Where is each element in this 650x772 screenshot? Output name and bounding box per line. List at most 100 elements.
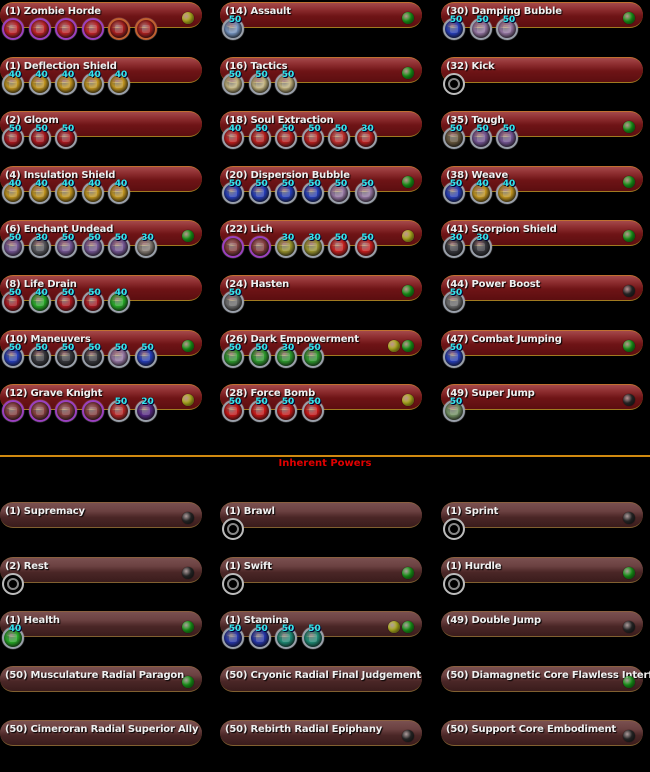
enhancement-slot-icon[interactable]: 50 <box>2 288 24 313</box>
power-bar[interactable]: (50) Diamagnetic Core Flawless Interfa <box>441 665 650 692</box>
power-bar[interactable]: (50) Support Core Embodiment <box>441 720 643 747</box>
power-entry[interactable]: (50) Rebirth Radial Epiphany <box>220 718 423 772</box>
enhancement-slot-icon[interactable]: 50 <box>222 179 244 204</box>
status-dot-dark-icon[interactable] <box>623 394 635 407</box>
power-entry[interactable]: (1) Sprint <box>441 500 644 554</box>
enhancement-slot-icon[interactable]: 40 <box>496 179 518 204</box>
enhancement-slot-icon[interactable] <box>28 18 51 40</box>
status-dot-yellow-icon[interactable] <box>182 394 194 407</box>
status-dot-green-icon[interactable] <box>623 175 635 188</box>
enhancement-slot-icon[interactable] <box>2 18 24 40</box>
status-dot-dark-icon[interactable] <box>402 730 414 743</box>
enhancement-slot-icon[interactable]: 50 <box>222 15 244 40</box>
enhancement-slot-icon[interactable]: 50 <box>275 397 297 423</box>
status-dot-yellow-icon[interactable] <box>402 394 414 407</box>
enhancement-slot-icon[interactable]: 50 <box>2 233 24 259</box>
enhancement-slot-icon[interactable]: 50 <box>248 624 271 650</box>
enhancement-slot-icon[interactable]: 50 <box>443 15 465 40</box>
empty-slot-icon[interactable] <box>2 572 24 595</box>
enhancement-slot-icon[interactable] <box>55 18 77 40</box>
power-bar[interactable]: (1) Sprint <box>441 502 643 528</box>
enhancement-slot-icon[interactable]: 30 <box>443 233 465 259</box>
enhancement-slot-icon[interactable]: 40 <box>108 179 130 204</box>
power-bar[interactable]: (24) Hasten <box>220 275 422 301</box>
enhancement-slot-icon[interactable]: 30 <box>301 233 324 259</box>
power-bar[interactable]: (2) Rest <box>0 556 202 583</box>
power-bar[interactable]: (1) Health <box>0 611 202 638</box>
enhancement-slot-icon[interactable]: 50 <box>469 15 492 40</box>
enhancement-slot-icon[interactable]: 50 <box>222 397 244 423</box>
enhancement-slot-icon[interactable] <box>81 18 104 40</box>
enhancement-slot-icon[interactable]: 50 <box>301 343 324 368</box>
enhancement-slot-icon[interactable]: 50 <box>354 233 377 259</box>
enhancement-slot-icon[interactable] <box>81 400 104 423</box>
status-dot-dark-icon[interactable] <box>182 566 194 579</box>
enhancement-slot-icon[interactable] <box>222 236 244 259</box>
enhancement-slot-icon[interactable]: 50 <box>328 124 350 150</box>
status-dot-yellow-icon[interactable] <box>402 230 414 243</box>
enhancement-slot-icon[interactable]: 50 <box>55 288 77 313</box>
enhancement-slot-icon[interactable]: 50 <box>301 124 324 150</box>
empty-slot-icon[interactable] <box>443 518 465 540</box>
enhancement-slot-icon[interactable] <box>28 400 51 423</box>
status-dot-green-icon[interactable] <box>402 66 414 79</box>
enhancement-slot-icon[interactable]: 50 <box>301 179 324 204</box>
power-bar[interactable]: (50) Rebirth Radial Epiphany <box>220 720 422 747</box>
enhancement-slot-icon[interactable]: 50 <box>248 397 271 423</box>
status-dot-green-icon[interactable] <box>402 12 414 24</box>
enhancement-slot-icon[interactable]: 50 <box>55 233 77 259</box>
empty-slot-icon[interactable] <box>222 518 244 540</box>
power-bar[interactable]: (49) Double Jump <box>441 611 643 638</box>
enhancement-slot-icon[interactable] <box>248 236 271 259</box>
enhancement-slot-icon[interactable]: 50 <box>301 624 324 650</box>
power-bar[interactable]: (1) Swift <box>220 556 422 583</box>
enhancement-slot-icon[interactable]: 50 <box>2 343 24 368</box>
status-dot-dark-icon[interactable] <box>623 730 635 743</box>
power-entry[interactable]: (1) Brawl <box>220 500 423 554</box>
enhancement-slot-icon[interactable]: 50 <box>301 397 324 423</box>
enhancement-slot-icon[interactable] <box>55 400 77 423</box>
enhancement-slot-icon[interactable] <box>134 18 157 40</box>
power-bar[interactable]: (30) Damping Bubble <box>441 2 643 28</box>
power-bar[interactable]: (50) Cimeroran Radial Superior Ally <box>0 720 202 747</box>
status-dot-green-icon[interactable] <box>402 175 414 188</box>
enhancement-slot-icon[interactable]: 50 <box>275 179 297 204</box>
status-dot-green-icon[interactable] <box>182 339 194 352</box>
enhancement-slot-icon[interactable]: 40 <box>28 288 51 313</box>
power-bar[interactable]: (47) Combat Jumping <box>441 329 643 356</box>
power-bar[interactable]: (1) Brawl <box>220 502 422 528</box>
enhancement-slot-icon[interactable]: 30 <box>28 233 51 259</box>
status-dot-green-icon[interactable] <box>182 675 194 688</box>
enhancement-slot-icon[interactable]: 40 <box>81 70 104 95</box>
enhancement-slot-icon[interactable]: 30 <box>275 343 297 368</box>
enhancement-slot-icon[interactable]: 50 <box>55 343 77 368</box>
enhancement-slot-icon[interactable]: 50 <box>469 124 492 150</box>
power-entry[interactable]: (1) Swift <box>220 555 423 609</box>
status-dot-green-icon[interactable] <box>402 285 414 297</box>
enhancement-slot-icon[interactable]: 40 <box>2 179 24 204</box>
enhancement-slot-icon[interactable]: 50 <box>443 124 465 150</box>
status-dot-yellow-icon[interactable] <box>182 12 194 24</box>
enhancement-slot-icon[interactable]: 20 <box>134 397 157 423</box>
power-entry[interactable]: (50) Diamagnetic Core Flawless Interfa <box>441 664 650 718</box>
enhancement-slot-icon[interactable]: 50 <box>108 397 130 423</box>
enhancement-slot-icon[interactable]: 40 <box>108 70 130 95</box>
enhancement-slot-icon[interactable]: 50 <box>328 179 350 204</box>
enhancement-slot-icon[interactable]: 50 <box>275 124 297 150</box>
enhancement-slot-icon[interactable]: 50 <box>28 124 51 150</box>
